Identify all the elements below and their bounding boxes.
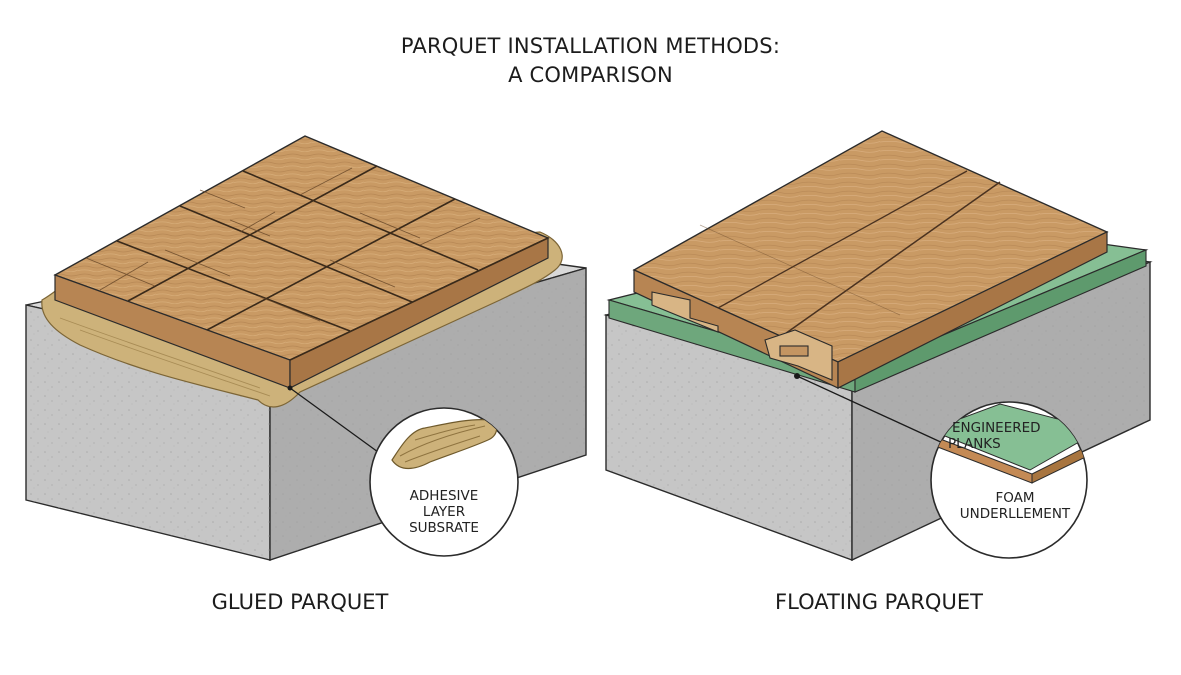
label-engineered: ENGINEERED: [952, 420, 1041, 436]
page-title-line-1: PARQUET INSTALLATION METHODS:: [400, 34, 781, 58]
left-leader-line: [289, 387, 379, 453]
adhesive-label: ADHESIVE LAYER SUBSRATE: [392, 488, 496, 536]
glued-parquet-caption: GLUED PARQUET: [211, 590, 389, 614]
foam-underlayment-label: FOAM UNDERLLEMENT: [945, 490, 1085, 522]
label-substrate: SUBSRATE: [409, 520, 479, 536]
glued-parquet-illustration: [25, 135, 587, 561]
right-leader-line: [796, 375, 946, 445]
label-underlayment: UNDERLLEMENT: [959, 506, 1071, 522]
label-adhesive: ADHESIVE: [409, 488, 479, 504]
floating-parquet-caption: FLOATING PARQUET: [775, 590, 983, 614]
page-title-line-2: A COMPARISON: [508, 63, 673, 87]
floating-parquet-illustration: [603, 130, 1153, 562]
engineered-planks-label: ENGINEERED PLANKS: [948, 420, 1058, 452]
magnifier-plank-layer: [931, 403, 1087, 471]
label-layer: LAYER: [422, 504, 466, 520]
label-planks: PLANKS: [948, 436, 1001, 452]
label-foam: FOAM: [995, 490, 1035, 506]
